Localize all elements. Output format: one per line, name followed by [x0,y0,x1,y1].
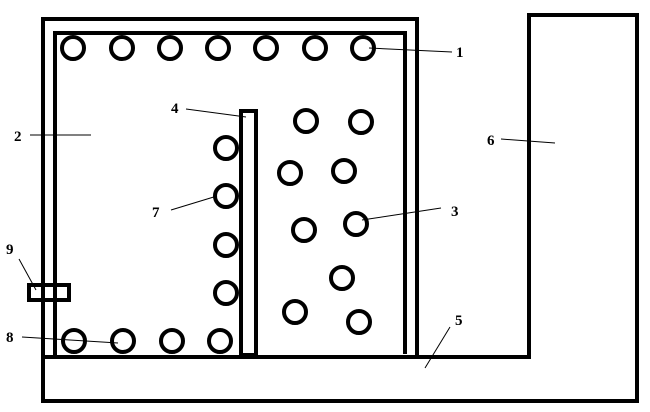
label-5: 5 [455,313,463,329]
leader-line-9 [18,258,37,291]
top-element [60,35,86,61]
partition-plate [239,109,258,357]
top-element [205,35,231,61]
label-2: 2 [14,129,22,145]
outer-vessel-wall [41,17,419,357]
partition-element [213,135,239,161]
label-7: 7 [152,205,160,221]
label-8: 8 [6,330,14,346]
scattered-element [329,265,355,291]
scattered-element [331,158,357,184]
leader-line-5 [424,326,451,369]
leader-line-7 [170,195,218,211]
scattered-element [277,160,303,186]
label-4: 4 [171,101,179,117]
port-fitting [27,283,71,302]
inner-chamber-wall [53,31,407,357]
scattered-element [291,217,317,243]
label-1: 1 [456,45,464,61]
bottom-element [159,328,185,354]
scattered-element [346,309,372,335]
partition-element [213,183,239,209]
leader-line-4 [185,108,247,118]
scattered-element [293,108,319,134]
top-element [157,35,183,61]
leader-line-3 [361,207,442,221]
bottom-element [110,328,136,354]
partition-element [213,232,239,258]
scattered-element [343,211,369,237]
leader-line-6 [500,138,556,144]
label-3: 3 [451,204,459,220]
leader-line-8 [21,336,119,344]
base-plate [41,13,639,403]
scattered-element [282,299,308,325]
bottom-element [207,328,233,354]
top-element [253,35,279,61]
top-element [302,35,328,61]
label-6: 6 [487,133,495,149]
leader-line-1 [368,47,453,53]
partition-element [213,280,239,306]
label-9: 9 [6,242,14,258]
scattered-element [348,109,374,135]
top-element [109,35,135,61]
